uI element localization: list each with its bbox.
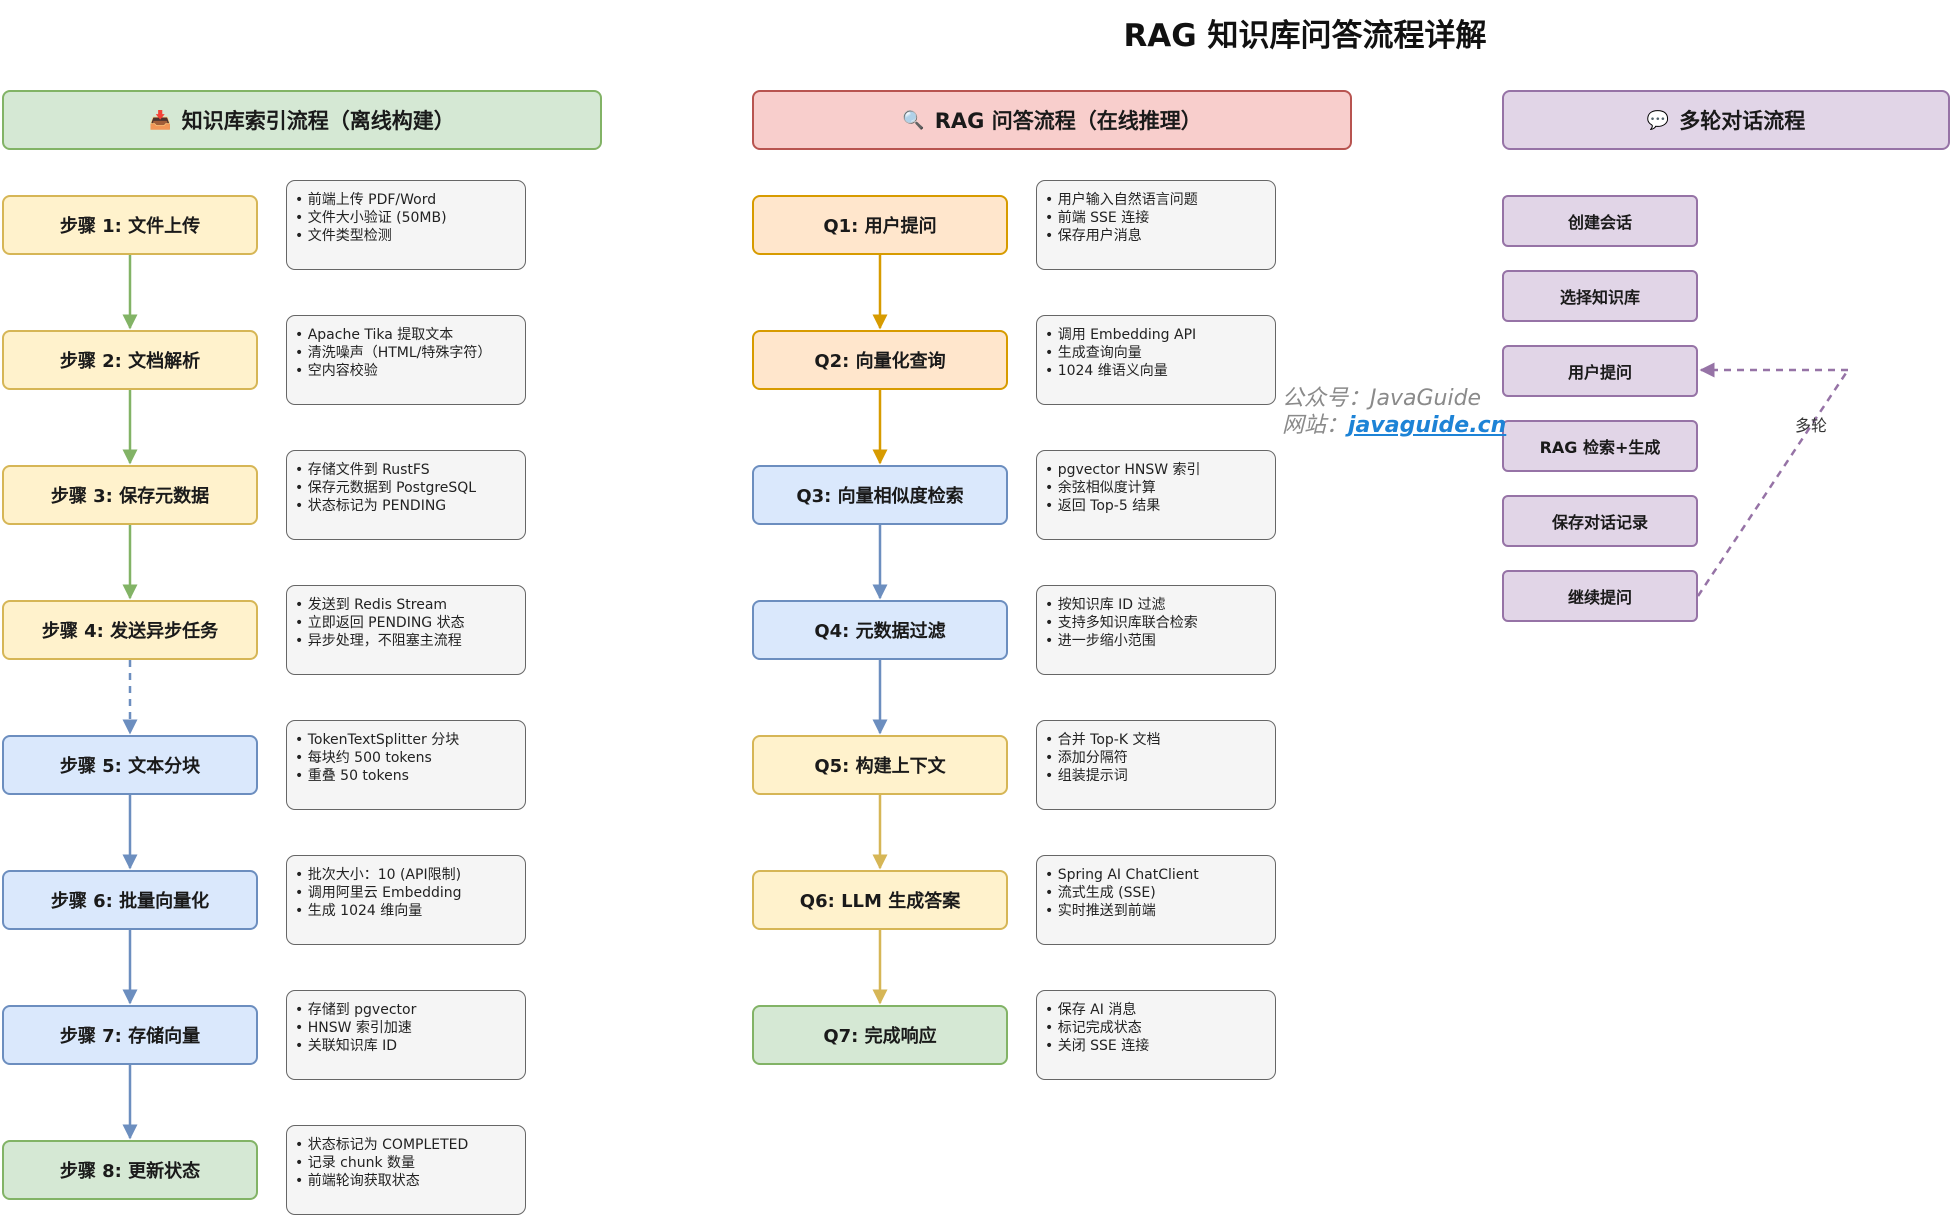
note-line: • 合并 Top-K 文档 bbox=[1045, 732, 1161, 748]
note-line: • Apache Tika 提取文本 bbox=[295, 327, 454, 343]
qa-step-5: Q5: 构建上下文 bbox=[752, 735, 1008, 795]
note-line: • 空内容校验 bbox=[295, 363, 378, 379]
index-step-3-note: • 存储文件到 RustFS • 保存元数据到 PostgreSQL • 状态标记为… bbox=[286, 450, 526, 540]
index-column-header: 📥 知识库索引流程（离线构建） bbox=[2, 90, 602, 150]
qa-step-7: Q7: 完成响应 bbox=[752, 1005, 1008, 1065]
note-line: • 前端上传 PDF/Word bbox=[295, 192, 437, 208]
multi-step-4: RAG 检索+生成 bbox=[1502, 420, 1698, 472]
qa-step-3: Q3: 向量相似度检索 bbox=[752, 465, 1008, 525]
note-line: • 保存元数据到 PostgreSQL bbox=[295, 480, 477, 496]
note-line: • 实时推送到前端 bbox=[1045, 903, 1156, 919]
note-line: • 生成查询向量 bbox=[1045, 345, 1142, 361]
index-step-3: 步骤 3: 保存元数据 bbox=[2, 465, 258, 525]
index-step-1: 步骤 1: 文件上传 bbox=[2, 195, 258, 255]
multi-step-6: 继续提问 bbox=[1502, 570, 1698, 622]
speech-bubble-icon: 💬 bbox=[1646, 109, 1670, 131]
note-line: • 存储文件到 RustFS bbox=[295, 462, 430, 478]
note-line: • 添加分隔符 bbox=[1045, 750, 1128, 766]
index-step-1-note: • 前端上传 PDF/Word • 文件大小验证 (50MB) • 文件类型检测 bbox=[286, 180, 526, 270]
qa-step-3-note: • pgvector HNSW 索引 • 余弦相似度计算 • 返回 Top-5 结果 bbox=[1036, 450, 1276, 540]
note-line: • TokenTextSplitter 分块 bbox=[295, 732, 460, 748]
qa-step-2: Q2: 向量化查询 bbox=[752, 330, 1008, 390]
qa-step-4: Q4: 元数据过滤 bbox=[752, 600, 1008, 660]
qa-step-6-note: • Spring AI ChatClient • 流式生成 (SSE) • 实时推送… bbox=[1036, 855, 1276, 945]
index-step-7-note: • 存储到 pgvector • HNSW 索引加速 • 关联知识库 ID bbox=[286, 990, 526, 1080]
note-line: • 调用阿里云 Embedding bbox=[295, 885, 462, 901]
note-line: • 返回 Top-5 结果 bbox=[1045, 498, 1161, 514]
note-line: • 立即返回 PENDING 状态 bbox=[295, 615, 465, 631]
qa-column-header: 🔍 RAG 问答流程（在线推理） bbox=[752, 90, 1352, 150]
qa-step-1-note: • 用户输入自然语言问题 • 前端 SSE 连接 • 保存用户消息 bbox=[1036, 180, 1276, 270]
note-line: • 前端轮询获取状态 bbox=[295, 1173, 420, 1189]
multi-step-5: 保存对话记录 bbox=[1502, 495, 1698, 547]
note-line: • 余弦相似度计算 bbox=[1045, 480, 1156, 496]
note-line: • HNSW 索引加速 bbox=[295, 1020, 412, 1036]
qa-step-6: Q6: LLM 生成答案 bbox=[752, 870, 1008, 930]
index-step-5-note: • TokenTextSplitter 分块 • 每块约 500 tokens • … bbox=[286, 720, 526, 810]
watermark-link[interactable]: javaguide.cn bbox=[1348, 413, 1507, 438]
watermark-line1: 公众号：JavaGuide bbox=[1282, 386, 1482, 411]
note-line: • 状态标记为 PENDING bbox=[295, 498, 447, 514]
index-step-8-note: • 状态标记为 COMPLETED • 记录 chunk 数量 • 前端轮询获取状态 bbox=[286, 1125, 526, 1215]
watermark: 公众号：JavaGuide 网站：javaguide.cn bbox=[1282, 385, 1506, 439]
note-line: • 前端 SSE 连接 bbox=[1045, 210, 1150, 226]
connector-layer bbox=[122, 255, 1850, 1140]
note-line: • 每块约 500 tokens bbox=[295, 750, 432, 766]
note-line: • 关联知识库 ID bbox=[295, 1038, 398, 1054]
note-line: • 用户输入自然语言问题 bbox=[1045, 192, 1198, 208]
index-step-4-note: • 发送到 Redis Stream • 立即返回 PENDING 状态 • 异步处… bbox=[286, 585, 526, 675]
note-line: • 发送到 Redis Stream bbox=[295, 597, 448, 613]
index-step-7: 步骤 7: 存储向量 bbox=[2, 1005, 258, 1065]
qa-step-4-note: • 按知识库 ID 过滤 • 支持多知识库联合检索 • 进一步缩小范围 bbox=[1036, 585, 1276, 675]
index-step-4: 步骤 4: 发送异步任务 bbox=[2, 600, 258, 660]
watermark-line2: 网站：javaguide.cn bbox=[1282, 412, 1506, 439]
index-step-5: 步骤 5: 文本分块 bbox=[2, 735, 258, 795]
note-line: • Spring AI ChatClient bbox=[1045, 867, 1199, 883]
note-line: • 存储到 pgvector bbox=[295, 1002, 417, 1018]
note-line: • 生成 1024 维向量 bbox=[295, 903, 423, 919]
note-line: • 进一步缩小范围 bbox=[1045, 633, 1156, 649]
note-line: • 异步处理，不阻塞主流程 bbox=[295, 633, 462, 649]
note-line: • 状态标记为 COMPLETED bbox=[295, 1137, 469, 1153]
note-line: • 调用 Embedding API bbox=[1045, 327, 1197, 343]
note-line: • 支持多知识库联合检索 bbox=[1045, 615, 1198, 631]
note-line: • 文件类型检测 bbox=[295, 228, 392, 244]
multi-step-2: 选择知识库 bbox=[1502, 270, 1698, 322]
qa-step-7-note: • 保存 AI 消息 • 标记完成状态 • 关闭 SSE 连接 bbox=[1036, 990, 1276, 1080]
watermark-prefix: 网站： bbox=[1282, 413, 1349, 438]
note-line: • 文件大小验证 (50MB) bbox=[295, 210, 447, 226]
qa-step-5-note: • 合并 Top-K 文档 • 添加分隔符 • 组装提示词 bbox=[1036, 720, 1276, 810]
qa-step-1: Q1: 用户提问 bbox=[752, 195, 1008, 255]
multi-column-header: 💬 多轮对话流程 bbox=[1502, 90, 1950, 150]
note-line: • 流式生成 (SSE) bbox=[1045, 885, 1156, 901]
index-column-title: 知识库索引流程（离线构建） bbox=[181, 109, 455, 133]
note-line: • 清洗噪声（HTML/特殊字符） bbox=[295, 345, 492, 361]
note-line: • 保存 AI 消息 bbox=[1045, 1002, 1137, 1018]
note-line: • 组装提示词 bbox=[1045, 768, 1128, 784]
note-line: • pgvector HNSW 索引 bbox=[1045, 462, 1201, 478]
loop-label: 多轮 bbox=[1795, 416, 1828, 435]
note-line: • 标记完成状态 bbox=[1045, 1020, 1142, 1036]
index-step-6: 步骤 6: 批量向量化 bbox=[2, 870, 258, 930]
inbox-tray-icon: 📥 bbox=[149, 109, 172, 131]
multi-step-3: 用户提问 bbox=[1502, 345, 1698, 397]
note-line: • 关闭 SSE 连接 bbox=[1045, 1038, 1150, 1054]
index-step-2-note: • Apache Tika 提取文本 • 清洗噪声（HTML/特殊字符） • 空内容… bbox=[286, 315, 526, 405]
index-step-8: 步骤 8: 更新状态 bbox=[2, 1140, 258, 1200]
multi-column-title: 多轮对话流程 bbox=[1679, 109, 1806, 133]
page-title: RAG 知识库问答流程详解 bbox=[1123, 18, 1487, 54]
magnifier-icon: 🔍 bbox=[902, 109, 925, 131]
note-line: • 批次大小：10 (API限制) bbox=[295, 867, 462, 883]
note-line: • 记录 chunk 数量 bbox=[295, 1155, 416, 1171]
note-line: • 保存用户消息 bbox=[1045, 228, 1142, 244]
loop-back-line bbox=[1696, 369, 1850, 597]
index-step-2: 步骤 2: 文档解析 bbox=[2, 330, 258, 390]
index-step-6-note: • 批次大小：10 (API限制) • 调用阿里云 Embedding • 生成 1… bbox=[286, 855, 526, 945]
note-line: • 重叠 50 tokens bbox=[295, 768, 409, 784]
note-line: • 1024 维语义向量 bbox=[1045, 363, 1168, 379]
multi-step-1: 创建会话 bbox=[1502, 195, 1698, 247]
qa-column-title: RAG 问答流程（在线推理） bbox=[934, 109, 1202, 133]
note-line: • 按知识库 ID 过滤 bbox=[1045, 597, 1166, 613]
qa-step-2-note: • 调用 Embedding API • 生成查询向量 • 1024 维语义向量 bbox=[1036, 315, 1276, 405]
